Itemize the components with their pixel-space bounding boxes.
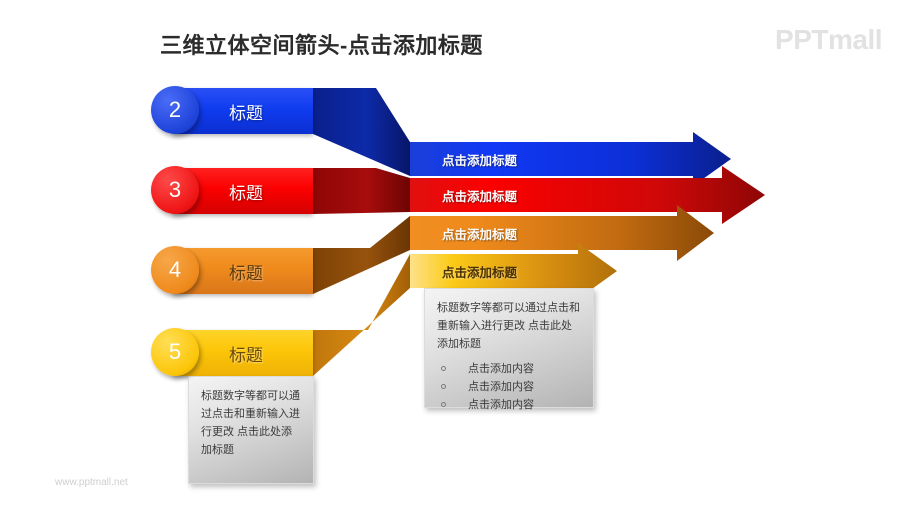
connector-band-2	[313, 168, 410, 214]
left-text-box[interactable]: 标题数字等都可以通过点击和重新输入进行更改 点击此处添加标题	[188, 376, 314, 484]
left-block-label-2: 标题	[229, 183, 263, 203]
step-number-1: 2	[151, 86, 199, 134]
left-block-label-1: 标题	[229, 103, 263, 123]
left-block-label-4: 标题	[229, 345, 263, 365]
page-title: 三维立体空间箭头-点击添加标题	[160, 33, 483, 58]
bullet-dot-icon	[441, 366, 446, 372]
step-number-2: 3	[151, 166, 199, 214]
step-number-3: 4	[151, 246, 199, 294]
right-bullet-list: 点击添加内容 点击添加内容 点击添加内容	[437, 361, 581, 414]
footer-url: www.pptmall.net	[55, 477, 128, 488]
arrow-row-4[interactable]: 点击添加标题	[410, 254, 617, 288]
right-text-box[interactable]: 标题数字等都可以通过点击和重新输入进行更改 点击此处添加标题 点击添加内容 点击…	[424, 288, 594, 411]
connector-band-3	[313, 216, 410, 294]
arrow-label-4: 点击添加标题	[442, 265, 518, 280]
list-item-label: 点击添加内容	[468, 398, 534, 411]
arrow-label-2: 点击添加标题	[442, 189, 518, 204]
arrow-label-1: 点击添加标题	[442, 153, 518, 168]
arrow-row-1[interactable]: 点击添加标题	[410, 142, 731, 176]
right-text-body: 标题数字等都可以通过点击和重新输入进行更改 点击此处添加标题	[437, 302, 580, 351]
left-text-body: 标题数字等都可以通过点击和重新输入进行更改 点击此处添加标题	[201, 390, 300, 457]
list-item-label: 点击添加内容	[468, 363, 534, 376]
left-block-2[interactable]: 3 标题	[151, 166, 313, 214]
arrow-label-3: 点击添加标题	[442, 227, 518, 242]
list-item[interactable]: 点击添加内容	[437, 379, 581, 397]
bullet-dot-icon	[441, 401, 446, 407]
connector-band-1	[313, 88, 410, 176]
list-item-label: 点击添加内容	[468, 381, 534, 394]
list-item[interactable]: 点击添加内容	[437, 361, 581, 379]
step-number-4: 5	[151, 328, 199, 376]
pptmall-logo: PPTmall	[775, 24, 882, 55]
arrow-row-2[interactable]: 点击添加标题	[410, 178, 765, 212]
left-block-4[interactable]: 5 标题	[151, 328, 313, 376]
left-block-3[interactable]: 4 标题	[151, 246, 313, 294]
left-block-label-3: 标题	[229, 263, 263, 283]
list-item[interactable]: 点击添加内容	[437, 397, 581, 415]
bullet-dot-icon	[441, 384, 446, 390]
left-block-1[interactable]: 2 标题	[151, 86, 313, 134]
connector-band-4	[313, 254, 410, 376]
arrow-row-3[interactable]: 点击添加标题	[410, 216, 714, 250]
